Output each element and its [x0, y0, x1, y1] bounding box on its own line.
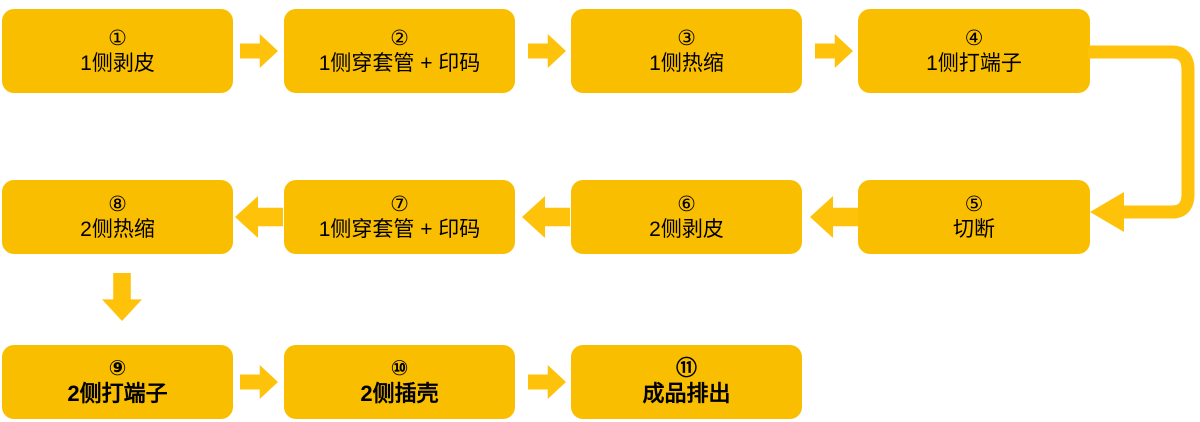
node-label: 2侧剥皮	[649, 217, 724, 241]
node-number: ⑨	[108, 357, 127, 381]
node-number: ⑪	[676, 357, 697, 381]
node-label: 1侧剥皮	[80, 51, 155, 75]
node-number: ⑧	[108, 192, 127, 216]
node-number: ⑥	[677, 192, 696, 216]
node-label: 1侧打端子	[926, 51, 1022, 75]
node-label: 2侧插壳	[360, 380, 439, 406]
process-node-10[interactable]: ⑩ 2侧插壳	[284, 345, 515, 419]
node-label: 2侧打端子	[67, 380, 168, 406]
process-node-9[interactable]: ⑨ 2侧打端子	[2, 345, 233, 419]
process-node-7[interactable]: ⑦ 1侧穿套管 + 印码	[284, 180, 515, 254]
arrow-6-to-7	[522, 196, 570, 238]
process-node-1[interactable]: ① 1侧剥皮	[2, 9, 233, 93]
arrow-5-to-6	[810, 196, 858, 238]
node-label: 2侧热缩	[80, 217, 155, 241]
process-node-5[interactable]: ⑤ 切断	[858, 180, 1090, 254]
process-node-2[interactable]: ② 1侧穿套管 + 印码	[284, 9, 515, 93]
node-number: ⑤	[964, 192, 984, 216]
arrow-3-to-4	[815, 34, 853, 68]
arrow-2-to-3	[528, 34, 566, 68]
process-node-4[interactable]: ④ 1侧打端子	[858, 9, 1090, 93]
node-label: 成品排出	[642, 380, 731, 406]
process-node-11[interactable]: ⑪ 成品排出	[571, 345, 802, 419]
elbow-connector-4-to-5	[1084, 24, 1200, 234]
node-number: ④	[964, 26, 984, 50]
node-number: ②	[390, 26, 409, 50]
node-number: ③	[677, 26, 696, 50]
node-number: ⑩	[390, 357, 409, 381]
arrow-1-to-2	[240, 34, 278, 68]
process-node-3[interactable]: ③ 1侧热缩	[571, 9, 802, 93]
node-number: ⑦	[390, 192, 409, 216]
node-label: 1侧穿套管 + 印码	[318, 51, 481, 75]
node-label: 1侧穿套管 + 印码	[318, 217, 481, 241]
process-node-6[interactable]: ⑥ 2侧剥皮	[571, 180, 802, 254]
arrow-10-to-11	[528, 365, 566, 399]
arrow-8-to-9	[102, 273, 142, 321]
process-node-8[interactable]: ⑧ 2侧热缩	[2, 180, 233, 254]
arrow-9-to-10	[240, 365, 278, 399]
node-label: 切断	[953, 217, 995, 241]
arrow-7-to-8	[235, 196, 283, 238]
node-number: ①	[108, 26, 127, 50]
node-label: 1侧热缩	[649, 51, 724, 75]
